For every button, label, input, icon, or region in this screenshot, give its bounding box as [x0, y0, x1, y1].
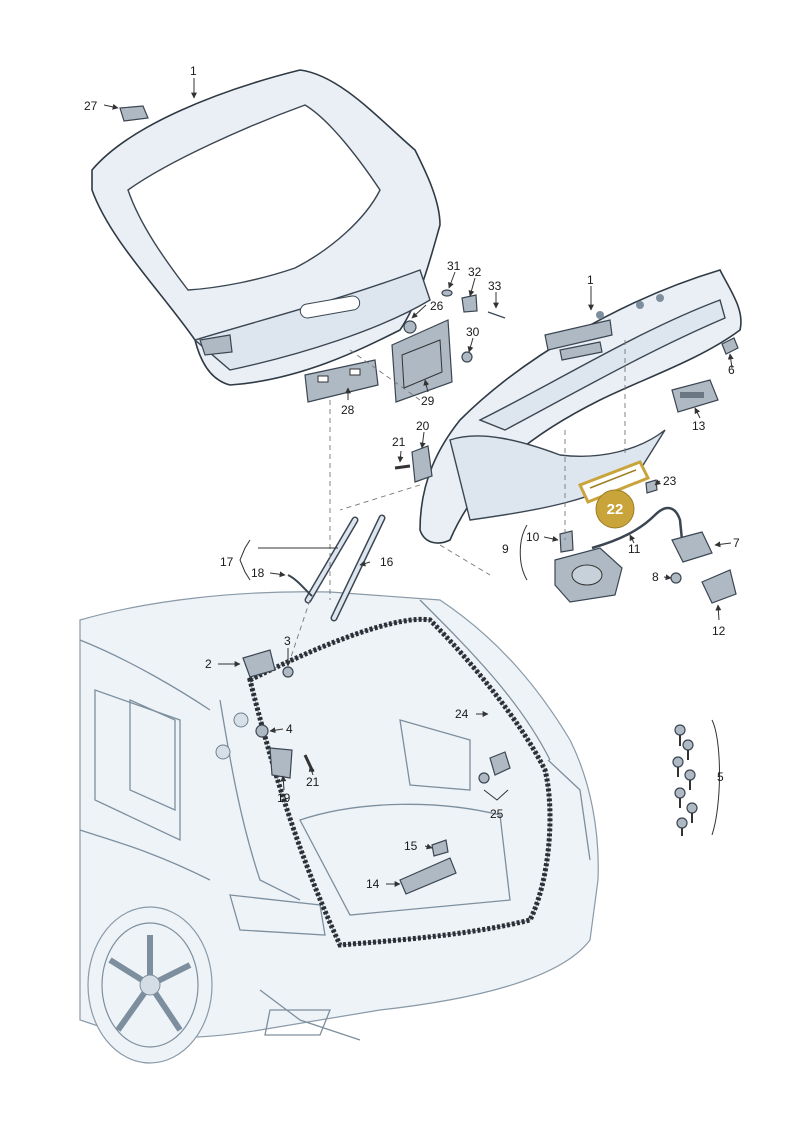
callout-22-label: 22	[607, 501, 624, 518]
tailgate-lock	[671, 531, 713, 563]
callout-21: 21	[306, 775, 320, 789]
bolt-3	[282, 666, 294, 678]
callout-4: 4	[286, 722, 293, 736]
callout-33: 33	[488, 279, 502, 293]
callout-22-highlighted[interactable]: 22	[595, 489, 635, 529]
callout-14: 14	[366, 877, 380, 891]
callout-32: 32	[468, 265, 482, 279]
callout-1: 1	[190, 64, 197, 78]
callout-11: 11	[628, 542, 641, 556]
callout-labels: 1 27 1 31 32 33 26 30 28 29 6 13 21 20 2…	[84, 64, 740, 891]
striker-cover	[431, 839, 449, 857]
callout-23: 23	[663, 474, 677, 488]
callout-26: 26	[430, 299, 444, 313]
callout-18: 18	[251, 566, 265, 580]
callout-20: 20	[416, 419, 430, 433]
trunk-clip	[489, 751, 511, 776]
bolt-8	[670, 572, 682, 584]
callout-1: 1	[587, 273, 594, 287]
screw-set	[672, 724, 698, 836]
callout-17: 17	[220, 555, 234, 569]
callout-2: 2	[205, 657, 212, 671]
lock-motor	[554, 547, 623, 603]
callout-8: 8	[652, 570, 659, 584]
lamp-highlighted	[577, 460, 651, 504]
hinge	[411, 445, 433, 483]
strut-wiring	[287, 574, 313, 597]
callout-6: 6	[728, 363, 735, 377]
gas-strut-right	[330, 514, 386, 622]
nut-4	[255, 724, 269, 738]
callout-31: 31	[447, 259, 461, 273]
wiring-cable	[591, 506, 684, 550]
callout-21: 21	[392, 435, 406, 449]
callout-29: 29	[421, 394, 435, 408]
callout-5: 5	[717, 770, 724, 784]
callout-19: 19	[277, 791, 291, 805]
lock-cover	[701, 569, 737, 604]
callout-24: 24	[455, 707, 469, 721]
license-plate-light-panel	[304, 359, 379, 403]
callout-3: 3	[284, 634, 291, 648]
bump-stop	[721, 337, 739, 355]
callout-12: 12	[712, 624, 726, 638]
vehicle-rear-view	[79, 591, 599, 1064]
fasteners-cluster-top	[403, 289, 506, 363]
tailgate-seal	[247, 616, 553, 948]
callout-13: 13	[692, 419, 706, 433]
nut	[645, 479, 658, 494]
lock-striker	[399, 857, 457, 895]
screw-21	[394, 464, 411, 470]
callout-9: 9	[502, 542, 509, 556]
leader-lines	[103, 78, 734, 887]
callout-28: 28	[341, 403, 355, 417]
tailgate-handle	[671, 379, 719, 413]
callout-25: 25	[490, 807, 504, 821]
ball-stud-bracket	[269, 747, 293, 779]
assembly-lines	[289, 340, 626, 661]
callout-16: 16	[380, 555, 394, 569]
tailgate-outer-shell	[91, 69, 441, 386]
connector	[559, 530, 574, 553]
callout-30: 30	[466, 325, 480, 339]
callout-10: 10	[526, 530, 540, 544]
tailgate-inner-panel	[419, 269, 742, 544]
callout-7: 7	[733, 536, 740, 550]
callout-27: 27	[84, 99, 98, 113]
license-plate-bracket	[391, 319, 453, 403]
callout-15: 15	[404, 839, 418, 853]
grommet	[119, 105, 149, 122]
gas-strut-left	[304, 516, 359, 604]
hinge-bracket	[242, 649, 276, 678]
